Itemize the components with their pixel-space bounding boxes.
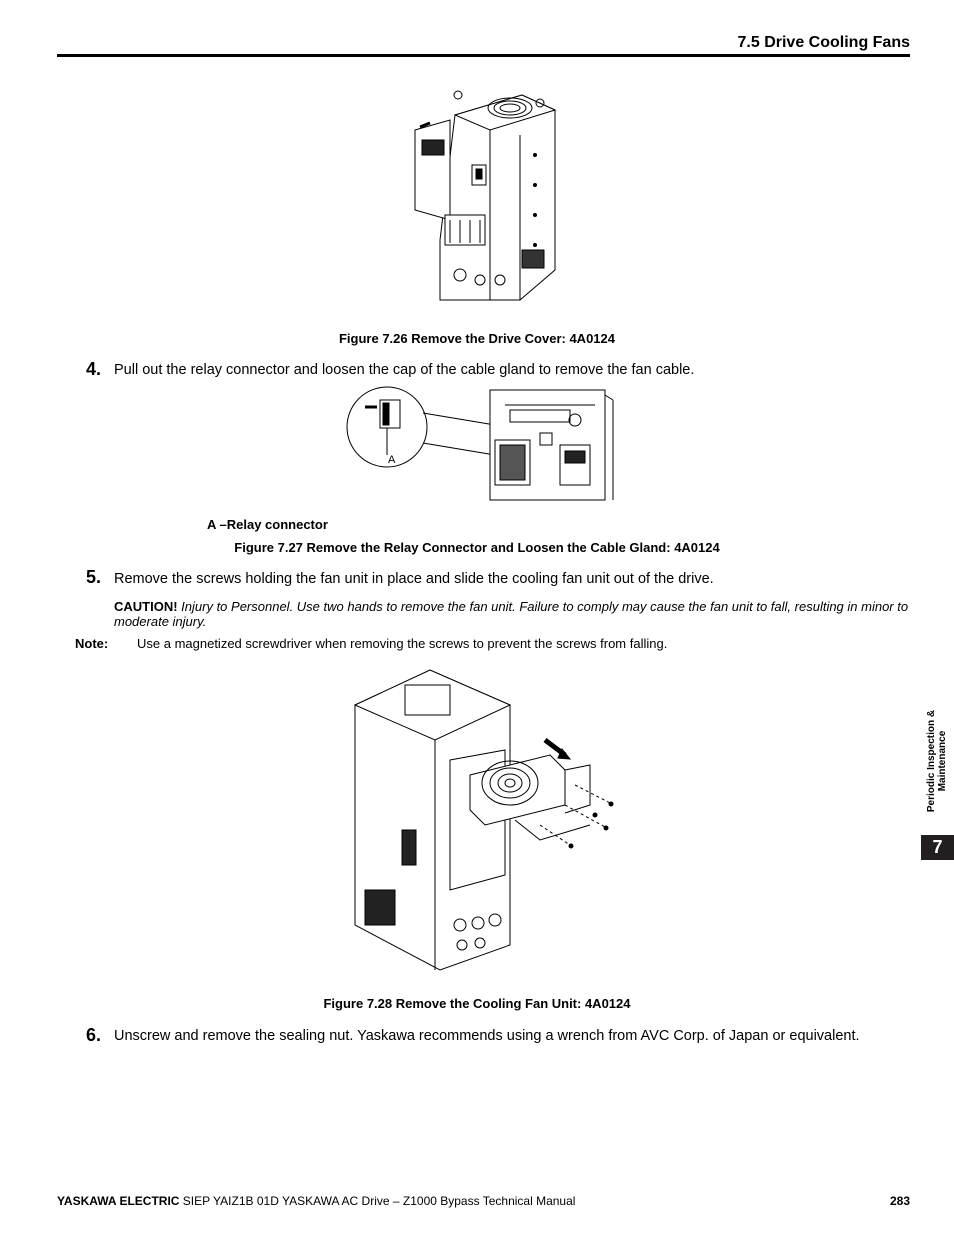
figure-7-26-drive-cover-illustration (410, 75, 560, 305)
caution-text: Injury to Personnel. Use two hands to re… (114, 599, 909, 629)
step-5-text: Remove the screws holding the fan unit i… (114, 571, 714, 587)
figure-7-27-relay-connector-illustration (345, 385, 625, 505)
step-6-text: Unscrew and remove the sealing nut. Yask… (114, 1028, 860, 1044)
footer-brand: YASKAWA ELECTRIC (57, 1194, 180, 1208)
figure-7-27-caption: Figure 7.27 Remove the Relay Connector a… (234, 540, 720, 555)
caution-block: CAUTION! Injury to Personnel. Use two ha… (114, 599, 914, 629)
note-text: Use a magnetized screwdriver when removi… (137, 636, 668, 651)
figure-7-27-label-a: A (388, 454, 396, 466)
figure-7-26-caption: Figure 7.26 Remove the Drive Cover: 4A01… (338, 331, 615, 346)
caution-label: CAUTION! (114, 599, 178, 614)
figure-7-28-cooling-fan-unit-illustration (350, 665, 620, 975)
step-5-number: 5. (86, 567, 102, 587)
figure-7-27-legend: A –Relay connector (207, 517, 328, 532)
step-4-number: 4. (86, 359, 102, 379)
side-tab-label: Periodic Inspection & Maintenance (926, 709, 948, 813)
page-number: 283 (889, 1194, 910, 1208)
figure-7-28-caption: Figure 7.28 Remove the Cooling Fan Unit:… (323, 996, 631, 1011)
step-6-number: 6. (86, 1025, 102, 1045)
step-4-text: Pull out the relay connector and loosen … (114, 362, 695, 378)
footer-document-info: YASKAWA ELECTRIC SIEP YAIZ1B 01D YASKAWA… (57, 1194, 575, 1208)
section-title: 7.5 Drive Cooling Fans (737, 34, 910, 51)
header-rule (57, 54, 910, 57)
note-label: Note: (75, 636, 109, 651)
footer-doc-title: SIEP YAIZ1B 01D YASKAWA AC Drive – Z1000… (179, 1194, 576, 1208)
chapter-tab: 7 (921, 835, 954, 860)
